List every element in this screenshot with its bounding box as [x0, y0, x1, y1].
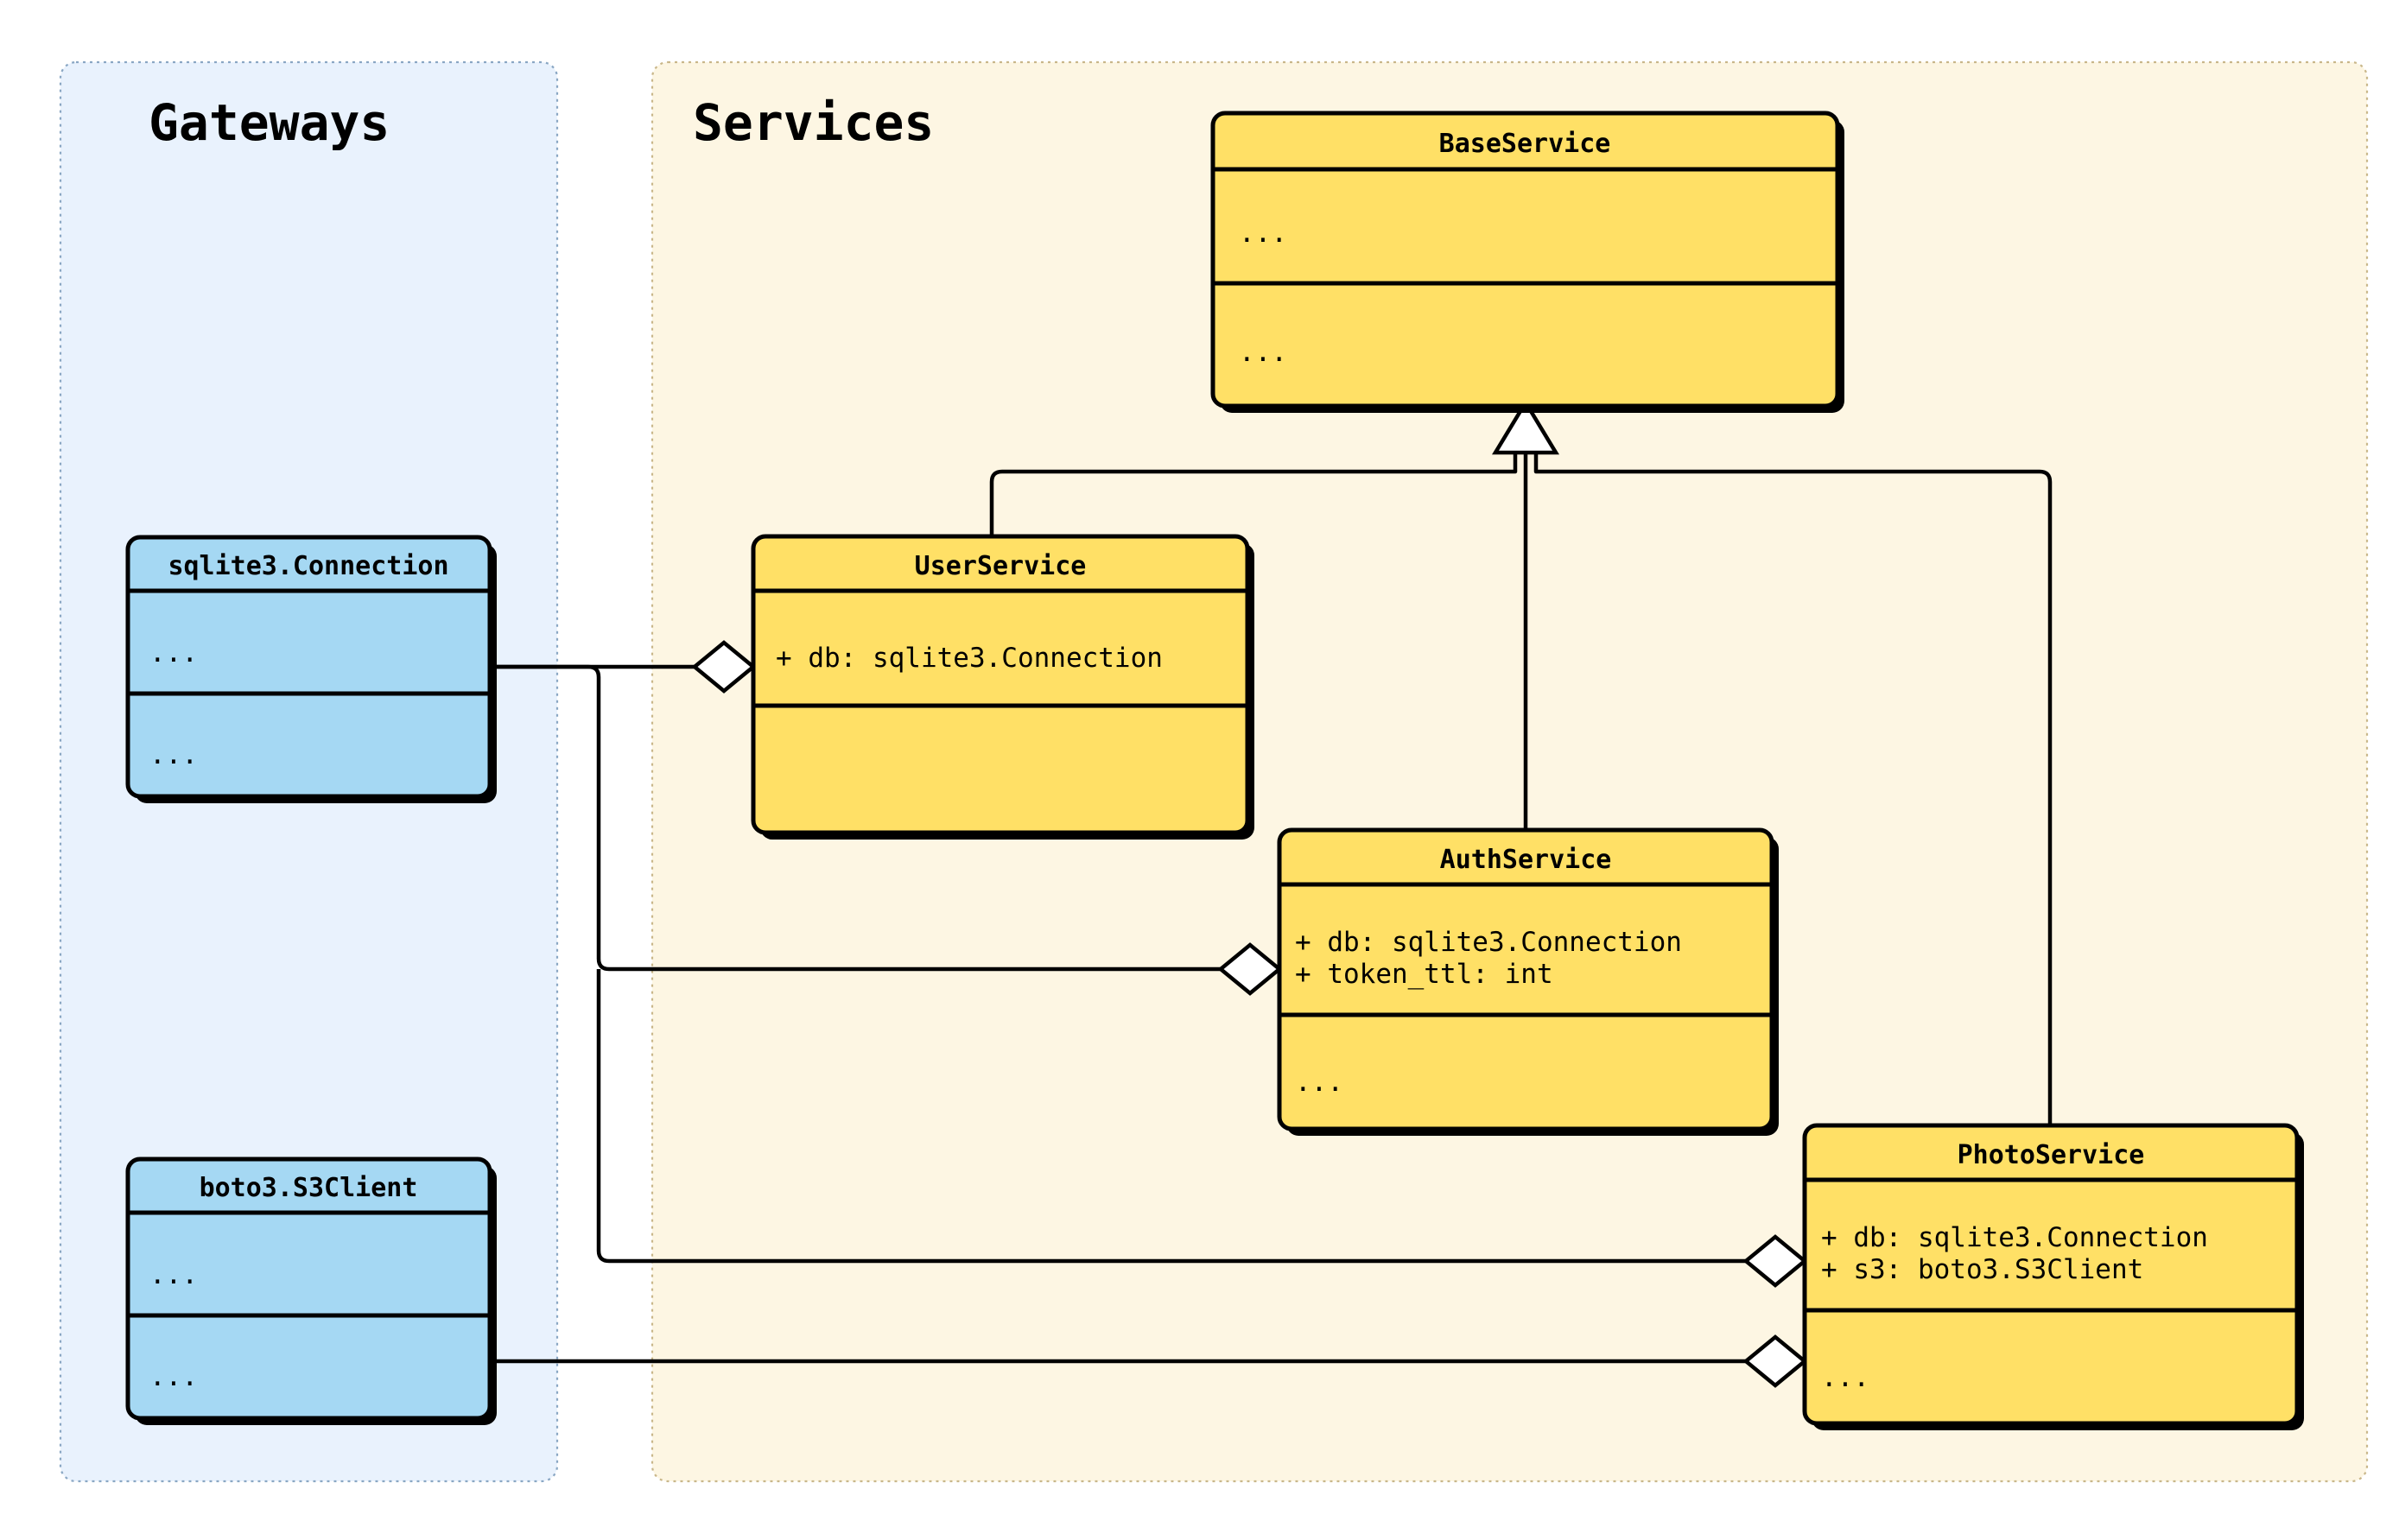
- edge-line: [490, 664, 1227, 972]
- class-method-line: ...: [1821, 1362, 1869, 1393]
- class-name-label: BaseService: [1439, 129, 1611, 159]
- class-method-line: ...: [1295, 1067, 1343, 1098]
- class-attribute-line-2: + token_ttl: int: [1295, 959, 1553, 990]
- class-outline: [751, 534, 1250, 835]
- class-outline: [125, 1157, 492, 1421]
- edge-userservice-to-baseservice[interactable]: [989, 430, 1518, 536]
- class-attribute-line: ...: [1239, 218, 1287, 249]
- aggregation-diamond-icon: [1742, 1334, 1808, 1388]
- class-boto3-s3client[interactable]: boto3.S3Client ... ...: [125, 1157, 497, 1425]
- class-attribute-line: ...: [149, 1259, 198, 1290]
- class-attribute-line-1: + db: sqlite3.Connection: [1295, 927, 1682, 958]
- edge-photoservice-to-baseservice[interactable]: [1533, 430, 2053, 1125]
- aggregation-diamond-icon: [691, 640, 757, 694]
- relationship-layer: [490, 398, 2053, 1388]
- edge-line: [596, 969, 1752, 1264]
- edge-sqlite-to-photoservice[interactable]: [596, 969, 1808, 1288]
- class-baseservice[interactable]: BaseService ... ...: [1210, 111, 1844, 413]
- class-userservice[interactable]: UserService + db: sqlite3.Connection: [751, 534, 1254, 840]
- package-services-title: Services: [693, 93, 934, 152]
- class-attribute-line: + db: sqlite3.Connection: [776, 643, 1163, 674]
- edge-sqlite-to-authservice[interactable]: [490, 664, 1283, 996]
- edge-line: [1533, 430, 2053, 1125]
- class-outline: [1210, 111, 1840, 409]
- class-method-line: ...: [149, 1361, 198, 1392]
- class-method-line: ...: [149, 739, 198, 770]
- class-name-label: PhotoService: [1958, 1140, 2145, 1170]
- edge-line: [989, 430, 1518, 536]
- class-attribute-line-2: + s3: boto3.S3Client: [1821, 1254, 2143, 1285]
- class-outline: [1277, 827, 1774, 1131]
- class-name-label: sqlite3.Connection: [168, 551, 448, 581]
- package-gateways-title: Gateways: [149, 93, 390, 152]
- class-outline: [1802, 1123, 2300, 1426]
- class-name-label: UserService: [915, 551, 1087, 581]
- class-outline: [125, 535, 492, 799]
- aggregation-diamond-icon: [1742, 1234, 1808, 1288]
- class-photoservice[interactable]: PhotoService + db: sqlite3.Connection + …: [1802, 1123, 2304, 1430]
- edge-boto3-to-photoservice[interactable]: [490, 1334, 1808, 1388]
- generalization-triangle-icon: [1492, 398, 1559, 455]
- class-name-label: AuthService: [1440, 845, 1612, 875]
- aggregation-diamond-icon: [1217, 942, 1283, 996]
- class-name-label: boto3.S3Client: [200, 1173, 418, 1203]
- class-attribute-line: ...: [149, 637, 198, 669]
- class-method-line: ...: [1239, 337, 1287, 368]
- class-attribute-line-1: + db: sqlite3.Connection: [1821, 1222, 2208, 1253]
- class-authservice[interactable]: AuthService + db: sqlite3.Connection + t…: [1277, 827, 1779, 1136]
- class-sqlite3-connection[interactable]: sqlite3.Connection ... ...: [125, 535, 497, 803]
